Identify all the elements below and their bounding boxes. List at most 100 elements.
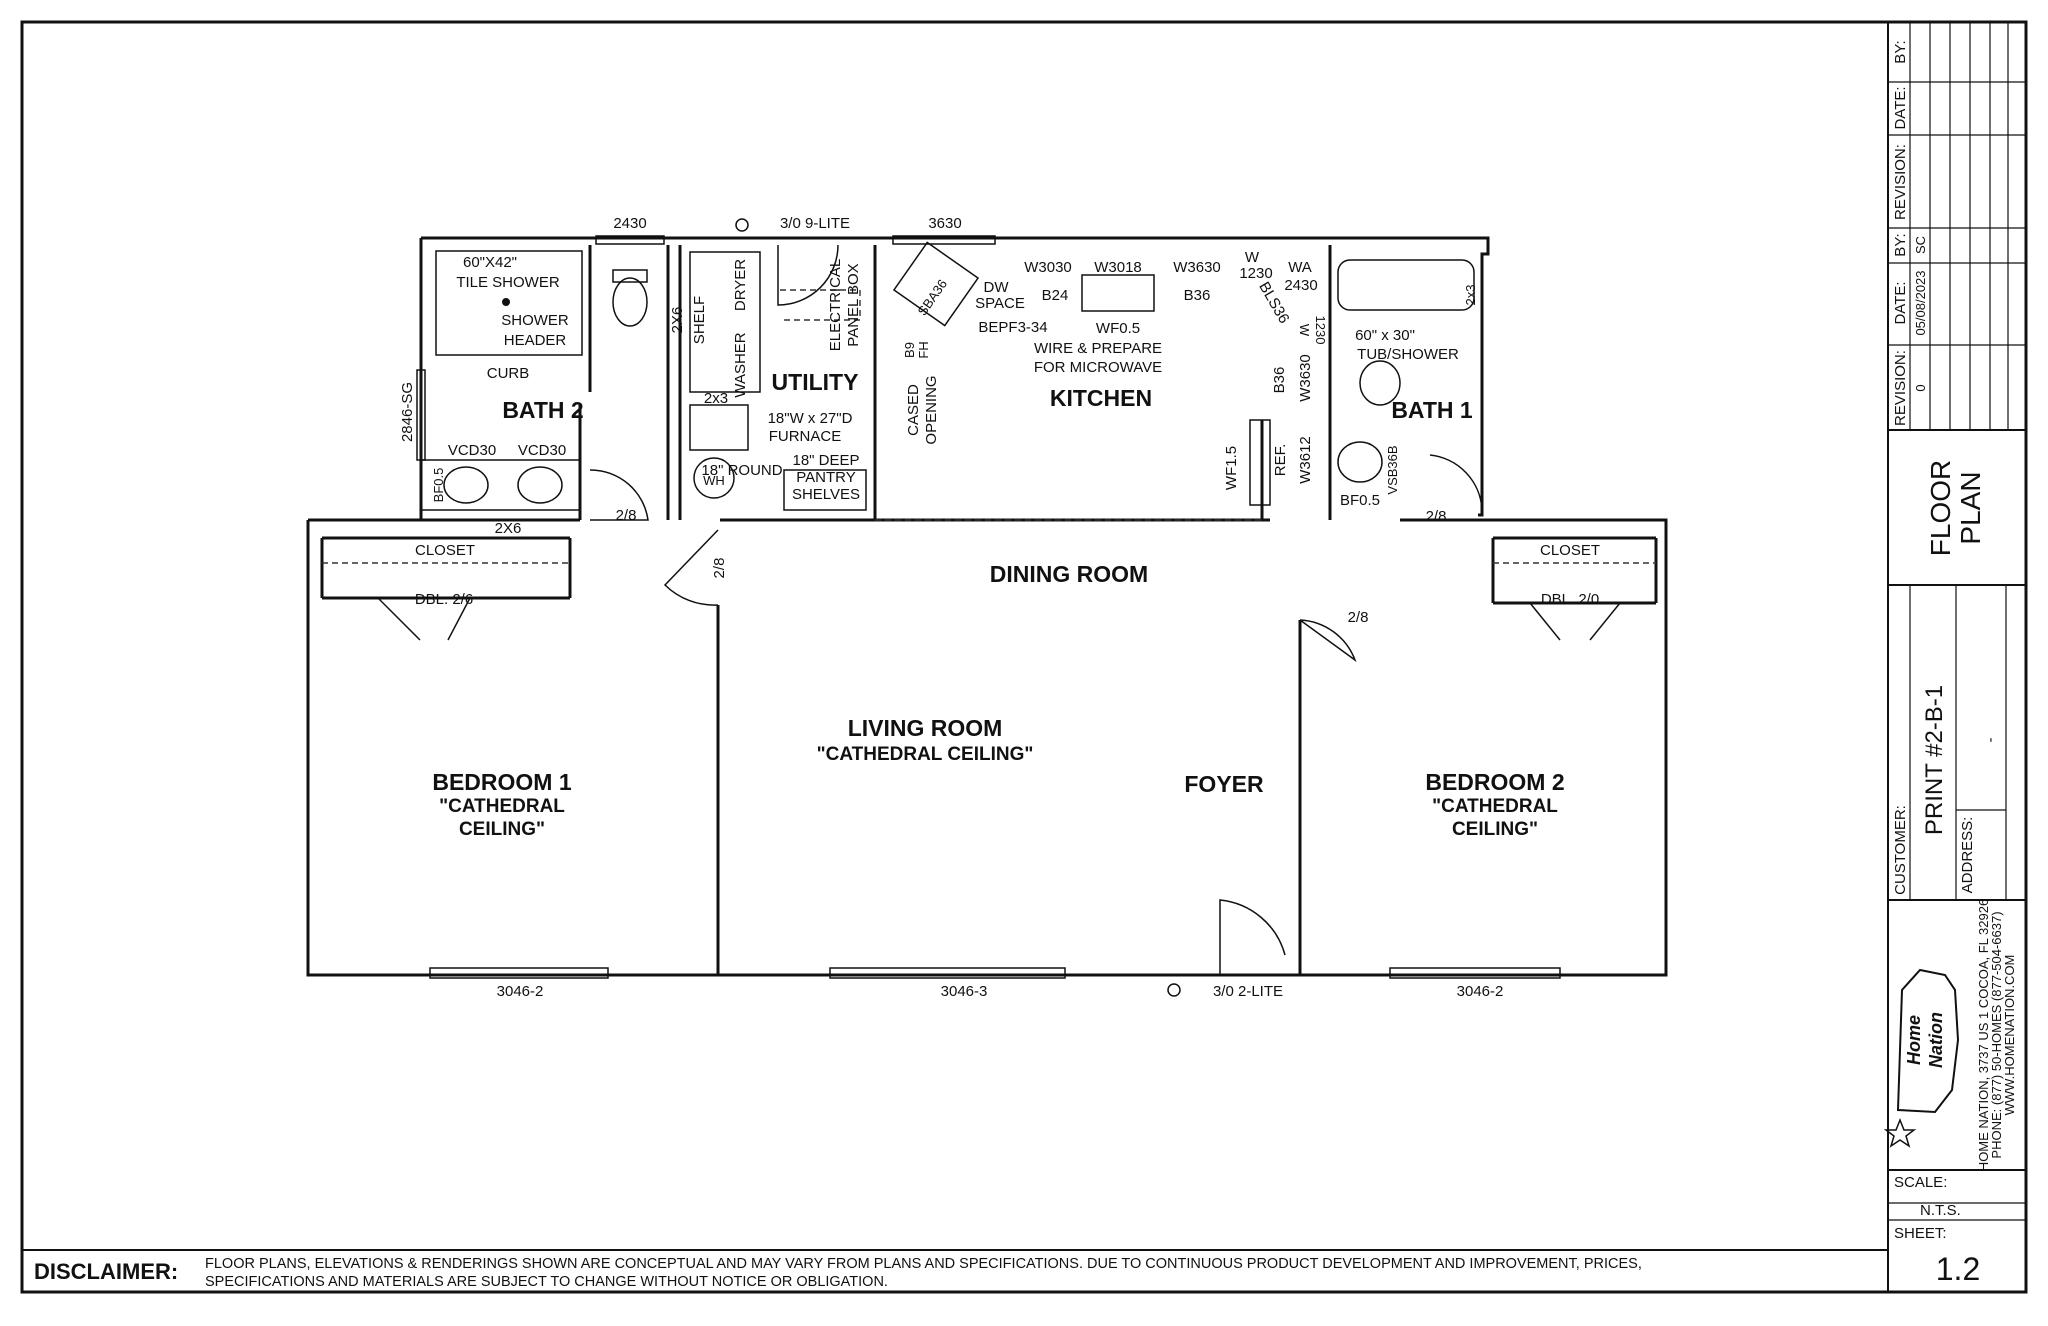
label-door-2-8-bath1: 2/8: [1426, 508, 1447, 525]
label-3046-2-left: 3046-2: [497, 983, 544, 1000]
pantry-shelves: [783, 469, 867, 511]
label-dryer: DRYER: [732, 259, 749, 311]
label-door-2-8-bath2: 2/8: [616, 507, 637, 524]
label-washer: WASHER: [732, 332, 749, 397]
tb-date-header-top: DATE:: [1892, 86, 1909, 129]
sheet-border: [20, 20, 2028, 1294]
label-door-2-8-bed1: 2/8: [711, 558, 728, 579]
label-tile-shower-2: TILE SHOWER: [456, 274, 560, 291]
label-w-1230-v: W: [1297, 324, 1312, 337]
label-furnace-2: FURNACE: [769, 428, 842, 445]
label-dbl-2-6: DBL. 2/6: [415, 591, 473, 608]
toilet-left-icon: [612, 277, 648, 327]
furnace: [689, 404, 749, 451]
water-heater-icon: [693, 457, 735, 499]
label-wh-round: 18" ROUND: [701, 462, 782, 479]
room-bedroom2-sub2: CEILING": [1452, 819, 1538, 840]
label-pantry-1: 18" DEEP: [792, 452, 859, 469]
annotations: 2430 3/0 9-LITE 3630 60"X42" TILE SHOWER…: [399, 215, 1599, 1000]
label-b36-k: B36: [1184, 287, 1211, 304]
disclaimer-label: DISCLAIMER:: [34, 1259, 178, 1284]
label-2x3-util: 2x3: [704, 390, 728, 407]
tb-company-line2: PHONE: (877) 50-HOMES (877-504-6637): [1989, 911, 2004, 1158]
label-wa: WA: [1288, 259, 1312, 276]
tb-company-line1: HOME NATION, 3737 US 1 COCOA, FL 32926: [1976, 899, 1991, 1171]
logo-text-home: Home: [1904, 1015, 1924, 1065]
label-vcd30-b: VCD30: [518, 442, 566, 459]
label-wh: WH: [703, 473, 725, 488]
label-w3630-v: W3630: [1297, 354, 1314, 402]
label-electrical-1: ELECTRICAL: [827, 259, 844, 352]
room-bedroom1-sub2: CEILING": [459, 819, 545, 840]
label-b36-v: B36: [1271, 367, 1288, 394]
tb-sheet-title-1: FLOOR: [1925, 460, 1956, 556]
disclaimer-line2: SPECIFICATIONS AND MATERIALS ARE SUBJECT…: [205, 1274, 888, 1290]
tb-scale-label: SCALE:: [1894, 1174, 1947, 1191]
label-shower-header-1: SHOWER: [501, 312, 569, 329]
label-w3018: W3018: [1094, 259, 1142, 276]
room-bedroom1: BEDROOM 1: [432, 769, 572, 795]
label-vsb36b: VSB36B: [1385, 445, 1400, 494]
bathtub: [1337, 259, 1475, 311]
fixtures: [435, 218, 1475, 997]
room-bath1: BATH 1: [1391, 397, 1473, 423]
room-dining: DINING ROOM: [990, 561, 1148, 587]
label-bepf: BEPF3-34: [978, 319, 1047, 336]
label-shower-header-2: HEADER: [504, 332, 567, 349]
label-shelf: SHELF: [691, 296, 708, 344]
refrigerator: [1249, 419, 1271, 506]
label-sba36: SBA36: [915, 277, 951, 319]
label-microwave-1: WIRE & PREPARE: [1034, 340, 1162, 357]
home-nation-logo: Home Nation: [1883, 968, 1960, 1148]
label-fh: FH: [916, 341, 931, 358]
cooktop: [1081, 274, 1155, 312]
tile-shower: [435, 250, 583, 356]
label-b9: B9: [902, 342, 917, 358]
label-door-2-8-bed2: 2/8: [1348, 609, 1369, 626]
room-foyer: FOYER: [1184, 771, 1264, 797]
windows: [416, 235, 1561, 979]
label-door-3-0-9lite: 3/0 9-LITE: [780, 215, 850, 232]
label-2x6-bottom: 2X6: [495, 520, 522, 537]
shower-head-icon: [502, 298, 510, 306]
disclaimer: DISCLAIMER: FLOOR PLANS, ELEVATIONS & RE…: [34, 1256, 1642, 1290]
room-living-sub: "CATHEDRAL CEILING": [817, 744, 1034, 765]
room-bedroom1-sub1: "CATHEDRAL: [439, 796, 565, 817]
room-kitchen: KITCHEN: [1050, 385, 1152, 411]
label-electrical-2: PANEL BOX: [845, 263, 862, 346]
exterior-light-bottom-icon: [1167, 983, 1181, 997]
tb-date-value: 05/08/2023: [1913, 270, 1928, 335]
tb-revision-header: REVISION:: [1892, 350, 1909, 426]
label-cased-2: OPENING: [923, 375, 940, 444]
room-bedroom2: BEDROOM 2: [1425, 769, 1564, 795]
label-w3612: W3612: [1297, 436, 1314, 484]
label-pantry-3: SHELVES: [792, 486, 860, 503]
tb-scale-value: N.T.S.: [1920, 1202, 1961, 1219]
sink-left-b-icon: [517, 466, 563, 504]
door-swings: [377, 244, 1621, 975]
label-cased-1: CASED: [905, 384, 922, 436]
label-3046-3: 3046-3: [941, 983, 988, 1000]
label-dw-1: DW: [984, 279, 1010, 296]
tb-address-value: -: [1982, 738, 1999, 743]
label-curb: CURB: [487, 365, 530, 382]
label-w3030: W3030: [1024, 259, 1072, 276]
label-tub-2: TUB/SHOWER: [1357, 346, 1459, 363]
label-dw-2: SPACE: [975, 295, 1025, 312]
corner-sink: [892, 241, 980, 327]
label-b24: B24: [1042, 287, 1069, 304]
label-wa-2430: 2430: [1284, 277, 1317, 294]
room-utility: UTILITY: [772, 369, 859, 395]
disclaimer-line1: FLOOR PLANS, ELEVATIONS & RENDERINGS SHO…: [205, 1256, 1642, 1272]
label-w1230-2: 1230: [1239, 265, 1272, 282]
tb-sheet-label: SHEET:: [1894, 1225, 1947, 1242]
star-icon: [1883, 1117, 1917, 1148]
label-furnace-1: 18"W x 27"D: [768, 410, 853, 427]
tb-customer-value: PRINT #2-B-1: [1921, 685, 1948, 835]
exterior-light-top-icon: [735, 218, 749, 232]
label-vcd30-a: VCD30: [448, 442, 496, 459]
tb-company-line3: WWW.HOMENATION.COM: [2002, 955, 2017, 1116]
tb-address-label: ADDRESS:: [1959, 817, 1976, 894]
tb-by-header: BY:: [1892, 233, 1909, 256]
